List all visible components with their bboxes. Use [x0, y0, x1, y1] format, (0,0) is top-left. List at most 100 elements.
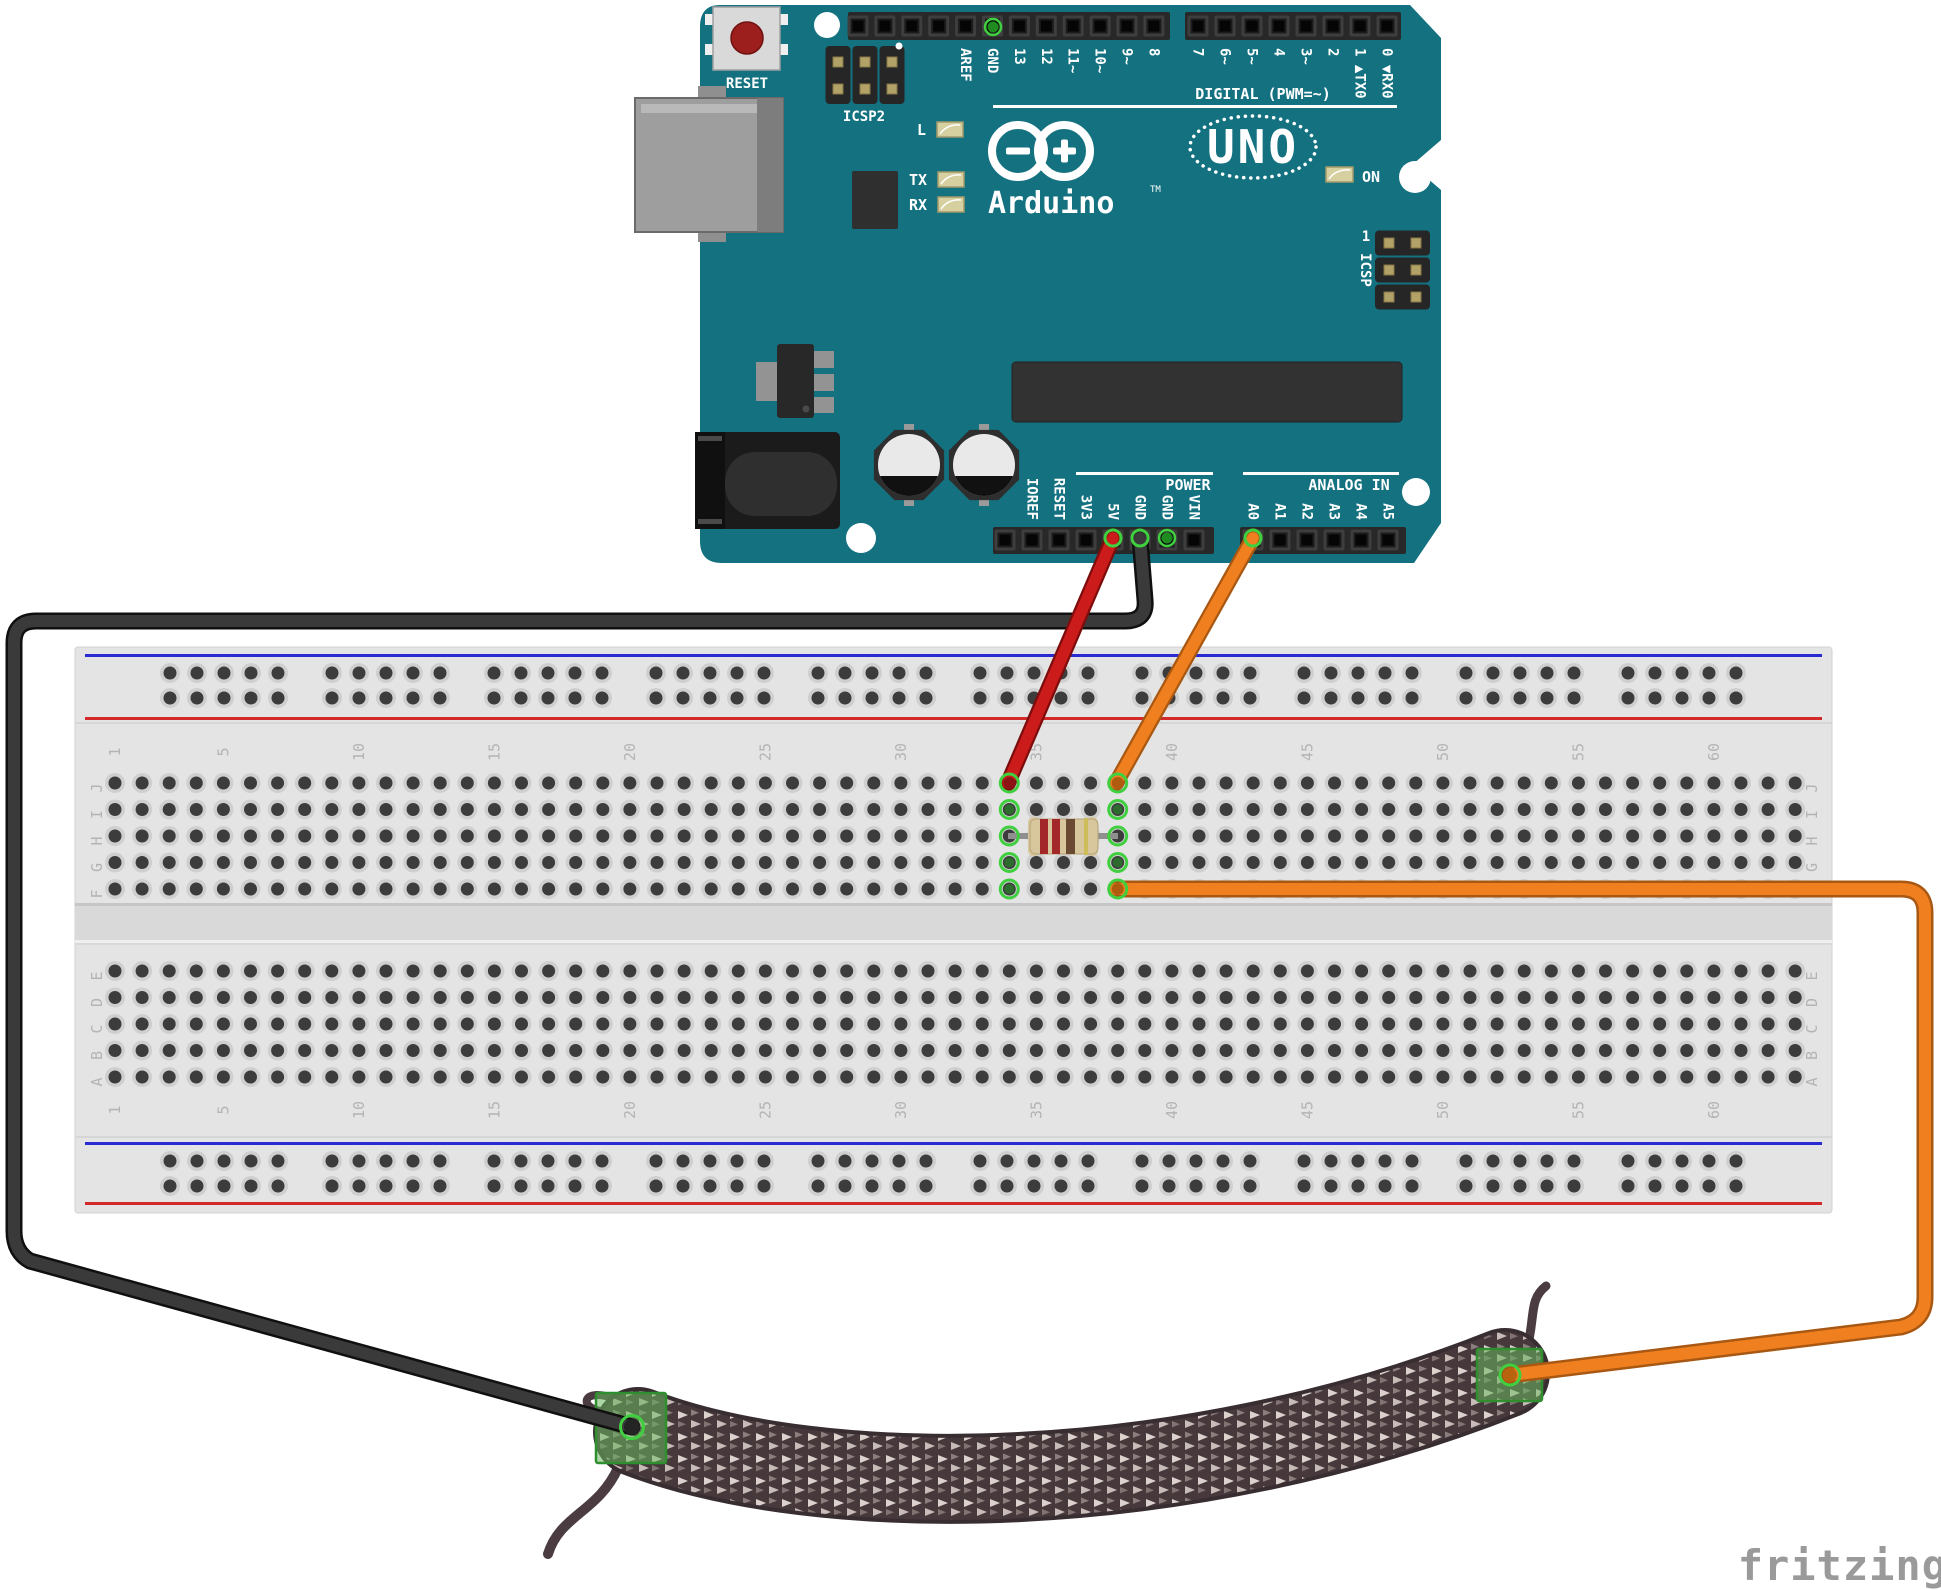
- breadboard-hole[interactable]: [569, 1017, 583, 1031]
- breadboard-hole[interactable]: [1626, 803, 1640, 816]
- breadboard-hole[interactable]: [216, 1017, 230, 1031]
- breadboard-hole[interactable]: [244, 882, 257, 896]
- breadboard-hole[interactable]: [1165, 1044, 1179, 1057]
- breadboard-hole[interactable]: [623, 803, 637, 816]
- breadboard-hole[interactable]: [1355, 1017, 1369, 1031]
- breadboard-hole[interactable]: [1409, 829, 1423, 843]
- breadboard-hole[interactable]: [108, 964, 122, 978]
- breadboard-hole[interactable]: [379, 1179, 393, 1193]
- breadboard-hole[interactable]: [1192, 1017, 1206, 1031]
- pin-A1[interactable]: [1274, 534, 1286, 546]
- highlighted-hole[interactable]: [1112, 857, 1123, 868]
- breadboard-hole[interactable]: [1707, 1017, 1721, 1031]
- icsp-pin[interactable]: [832, 56, 844, 68]
- breadboard-hole[interactable]: [867, 1070, 881, 1084]
- breadboard-hole[interactable]: [325, 1017, 339, 1031]
- breadboard-hole[interactable]: [1246, 776, 1260, 790]
- breadboard-hole[interactable]: [1135, 666, 1149, 680]
- breadboard-hole[interactable]: [1544, 964, 1558, 978]
- breadboard-hole[interactable]: [433, 1017, 447, 1031]
- breadboard-hole[interactable]: [189, 1017, 203, 1031]
- breadboard-hole[interactable]: [189, 964, 203, 978]
- breadboard-hole[interactable]: [460, 1017, 474, 1031]
- breadboard-hole[interactable]: [406, 666, 420, 680]
- breadboard-hole[interactable]: [921, 1017, 935, 1031]
- breadboard-hole[interactable]: [515, 776, 528, 790]
- breadboard-hole[interactable]: [867, 991, 881, 1004]
- breadboard-hole[interactable]: [244, 1070, 257, 1084]
- breadboard-hole[interactable]: [731, 882, 745, 896]
- breadboard-hole[interactable]: [271, 964, 285, 978]
- breadboard-hole[interactable]: [1084, 964, 1098, 978]
- breadboard-hole[interactable]: [840, 776, 854, 790]
- breadboard-hole[interactable]: [813, 1044, 827, 1057]
- breadboard-hole[interactable]: [892, 1154, 906, 1168]
- breadboard-hole[interactable]: [1626, 1044, 1640, 1057]
- breadboard[interactable]: 1155101015152020252530303535404045455050…: [74, 646, 1833, 1214]
- pin-6[interactable]: [1219, 20, 1231, 32]
- breadboard-hole[interactable]: [650, 776, 664, 790]
- breadboard-hole[interactable]: [1540, 1179, 1554, 1193]
- breadboard-hole[interactable]: [840, 829, 854, 843]
- breadboard-hole[interactable]: [1680, 776, 1694, 790]
- breadboard-hole[interactable]: [1084, 1044, 1098, 1057]
- breadboard-hole[interactable]: [1219, 776, 1233, 790]
- breadboard-hole[interactable]: [406, 991, 420, 1004]
- breadboard-hole[interactable]: [487, 1154, 501, 1168]
- breadboard-hole[interactable]: [162, 803, 176, 816]
- breadboard-hole[interactable]: [703, 1179, 717, 1193]
- breadboard-hole[interactable]: [1648, 1179, 1662, 1193]
- breadboard-hole[interactable]: [1192, 991, 1206, 1004]
- breadboard-hole[interactable]: [596, 776, 610, 790]
- breadboard-hole[interactable]: [1243, 691, 1257, 705]
- breadboard-hole[interactable]: [1436, 1017, 1450, 1031]
- breadboard-hole[interactable]: [379, 882, 393, 896]
- breadboard-hole[interactable]: [840, 803, 854, 816]
- breadboard-hole[interactable]: [1355, 1070, 1369, 1084]
- breadboard-hole[interactable]: [379, 1154, 393, 1168]
- breadboard-hole[interactable]: [1626, 964, 1640, 978]
- breadboard-hole[interactable]: [433, 991, 447, 1004]
- breadboard-hole[interactable]: [894, 803, 908, 816]
- breadboard-hole[interactable]: [677, 856, 691, 869]
- breadboard-hole[interactable]: [1490, 991, 1504, 1004]
- breadboard-hole[interactable]: [406, 776, 420, 790]
- breadboard-hole[interactable]: [487, 1179, 501, 1193]
- breadboard-hole[interactable]: [379, 1070, 393, 1084]
- breadboard-hole[interactable]: [1517, 1017, 1531, 1031]
- breadboard-hole[interactable]: [487, 691, 501, 705]
- breadboard-hole[interactable]: [1300, 991, 1314, 1004]
- breadboard-hole[interactable]: [1382, 776, 1396, 790]
- breadboard-hole[interactable]: [1328, 964, 1341, 978]
- breadboard-hole[interactable]: [189, 1044, 203, 1057]
- breadboard-hole[interactable]: [135, 1070, 149, 1084]
- breadboard-hole[interactable]: [1761, 964, 1775, 978]
- breadboard-hole[interactable]: [1599, 964, 1612, 978]
- breadboard-hole[interactable]: [515, 1017, 528, 1031]
- breadboard-hole[interactable]: [1111, 1070, 1125, 1084]
- breadboard-hole[interactable]: [515, 856, 528, 869]
- breadboard-hole[interactable]: [515, 1070, 528, 1084]
- breadboard-hole[interactable]: [271, 1017, 285, 1031]
- breadboard-hole[interactable]: [1324, 666, 1338, 680]
- breadboard-hole[interactable]: [840, 991, 854, 1004]
- breadboard-hole[interactable]: [1463, 1044, 1477, 1057]
- breadboard-hole[interactable]: [298, 856, 312, 869]
- breadboard-hole[interactable]: [758, 803, 772, 816]
- breadboard-hole[interactable]: [433, 1044, 447, 1057]
- breadboard-hole[interactable]: [515, 882, 528, 896]
- breadboard-hole[interactable]: [650, 964, 664, 978]
- breadboard-hole[interactable]: [216, 829, 230, 843]
- breadboard-hole[interactable]: [1653, 1017, 1667, 1031]
- breadboard-hole[interactable]: [1057, 964, 1070, 978]
- pin-8[interactable]: [1148, 20, 1160, 32]
- breadboard-hole[interactable]: [1788, 991, 1802, 1004]
- breadboard-hole[interactable]: [1459, 1154, 1473, 1168]
- breadboard-hole[interactable]: [813, 991, 827, 1004]
- breadboard-hole[interactable]: [1702, 666, 1716, 680]
- breadboard-hole[interactable]: [1734, 776, 1748, 790]
- breadboard-hole[interactable]: [569, 964, 583, 978]
- breadboard-hole[interactable]: [1436, 829, 1450, 843]
- breadboard-hole[interactable]: [1486, 1154, 1500, 1168]
- breadboard-hole[interactable]: [325, 829, 339, 843]
